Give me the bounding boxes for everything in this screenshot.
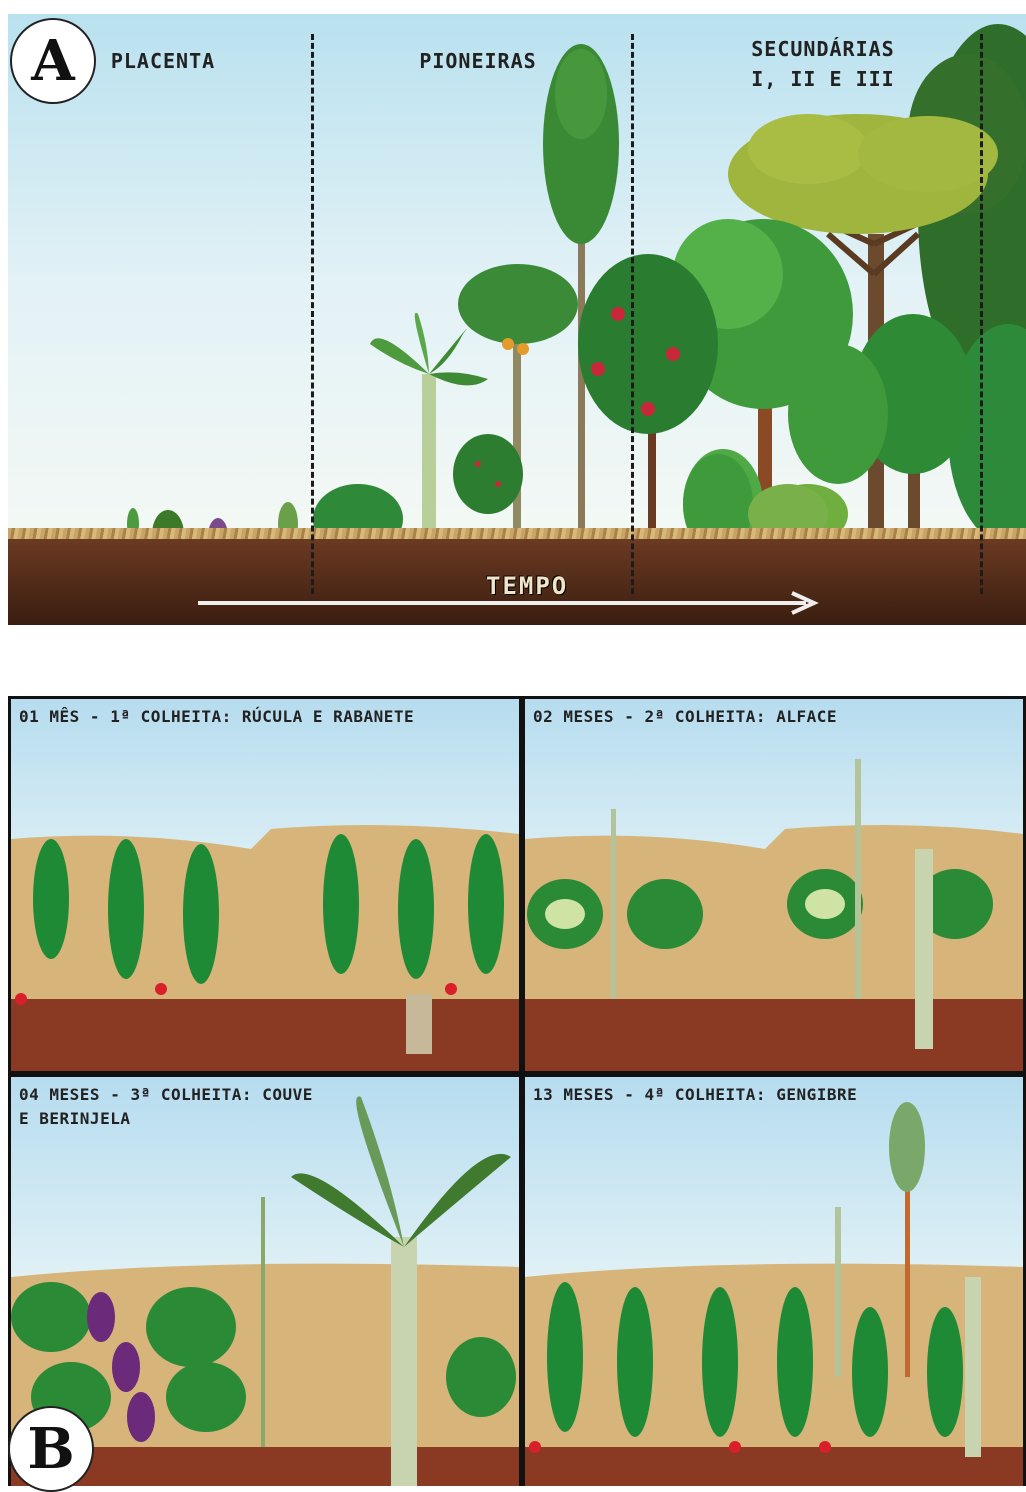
quadrant-3-label: 04 MESES - 3ª COLHEITA: COUVE E BERINJEL…: [19, 1083, 313, 1131]
stage-label-secundarias: SECUNDÁRIAS I, II E III: [728, 34, 918, 94]
succession-panel-b: 01 MÊS - 1ª COLHEITA: RÚCULA E RABANETE …: [8, 696, 1026, 1486]
quadrant-1-month: 01 MÊS - 1ª COLHEITA: RÚCULA E RABANETE: [11, 699, 519, 1071]
quadrant-4-months: 04 MESES - 3ª COLHEITA: COUVE E BERINJEL…: [11, 1077, 519, 1486]
quadrant-13-months: 13 MESES - 4ª COLHEITA: GENGIBRE: [525, 1077, 1023, 1486]
succession-panel-a: A PLACENTA PIONEIRAS SECUNDÁRIAS I, II E…: [8, 14, 1026, 625]
panel-b-letter-badge: B: [8, 1406, 94, 1492]
quadrant-1-illustration: [11, 699, 519, 1071]
quadrant-2-illustration: [525, 699, 1023, 1071]
stage-divider-1: [311, 34, 314, 594]
time-arrow-label: TEMPO: [486, 572, 568, 600]
quadrant-4-label: 13 MESES - 4ª COLHEITA: GENGIBRE: [533, 1083, 857, 1107]
stage-divider-2: [631, 34, 634, 594]
stage-label-pioneiras: PIONEIRAS: [408, 46, 548, 76]
quadrant-4-illustration: [525, 1077, 1023, 1486]
quadrant-3-illustration: [11, 1077, 519, 1486]
stage-divider-3: [980, 34, 983, 594]
panel-a-letter-badge: A: [10, 18, 96, 104]
quadrant-1-label: 01 MÊS - 1ª COLHEITA: RÚCULA E RABANETE: [19, 705, 414, 729]
stage-label-placenta: PLACENTA: [98, 46, 228, 76]
pioneer-coffee-shrub: [453, 434, 523, 514]
quadrant-2-label: 02 MESES - 2ª COLHEITA: ALFACE: [533, 705, 837, 729]
quadrant-2-months: 02 MESES - 2ª COLHEITA: ALFACE: [525, 699, 1023, 1071]
